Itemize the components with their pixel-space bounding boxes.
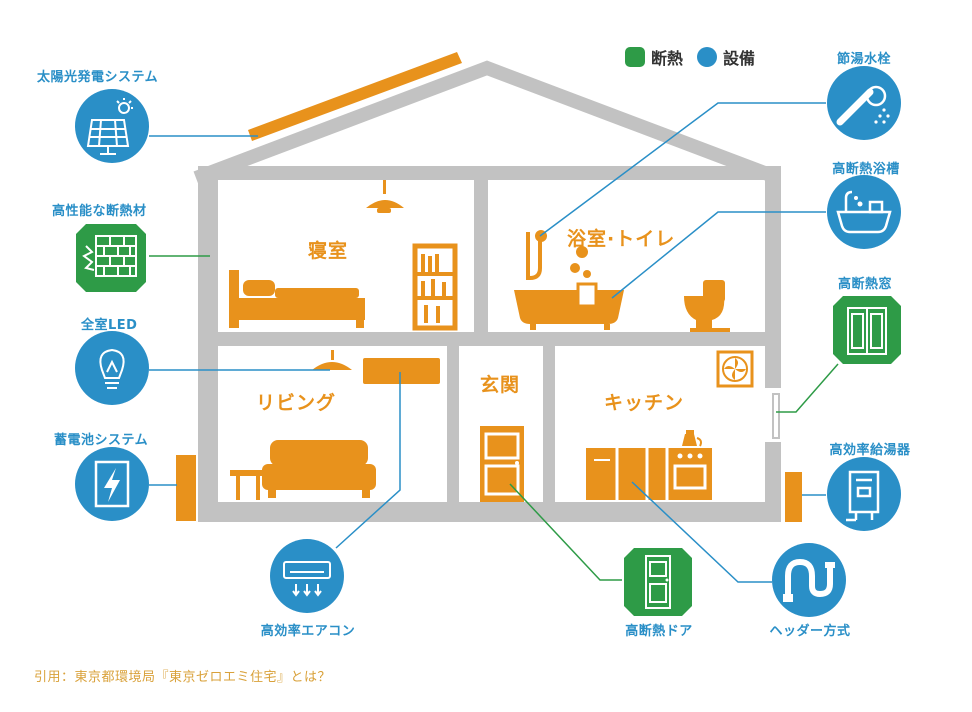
equipment-legend-swatch [697,47,718,67]
bathtub-icon [827,175,901,249]
callout-faucet: 節湯水栓 [836,52,892,67]
shower [526,230,547,280]
line-faucet [539,102,826,237]
ground-floor [198,502,781,522]
water-heater-unit [785,472,802,522]
water-heater-icon [827,457,901,531]
bubble [583,270,591,278]
shower-head-icon [827,66,901,140]
house-structure [193,60,781,522]
callout-insulation-material: 高性能な断熱材 [52,204,147,219]
callout-window: 高断熱窓 [837,277,893,292]
room-label-kitchen: キッチン [604,392,685,414]
sofa [262,440,376,498]
room-label-bath-toilet: 浴室·トイレ [567,228,676,250]
callout-door: 高断熱ドア [625,624,693,639]
callout-led: 全室LED [81,318,138,333]
entrance-door [480,426,524,502]
pipe-icon [772,543,846,617]
callout-bathtub: 高断熱浴槽 [832,162,900,177]
door-icon [624,548,692,616]
callout-aircon: 高効率エアコン [260,624,356,639]
bubble [570,263,580,273]
bubble [576,246,588,258]
living-lamp [312,350,352,370]
callout-solar: 太陽光発電システム [37,70,159,85]
kitchen-counter [586,448,712,500]
room-label-bedroom: 寝室 [308,240,349,262]
air-conditioner-icon [270,539,344,613]
bedroom-lamp [366,180,404,213]
bed [229,270,365,328]
legend: 断熱 設備 [625,45,769,69]
attic-floor [198,166,781,180]
room-label-entrance: 玄関 [480,374,521,396]
bathtub [514,282,624,330]
upper-partition [474,178,488,338]
room-label-living: リビング [256,392,337,414]
insulation-legend-label: 断熱 [651,49,684,68]
solar-panel-roof [248,52,462,141]
callout-water-heater: 高効率給湯器 [829,443,911,458]
window-icon [833,296,901,364]
brick-wall-icon [76,224,146,292]
citation: 引用：東京都環境局『東京ゼロエミ住宅』とは？ [34,670,332,685]
kettle [682,430,702,447]
line-window [776,363,839,413]
window-stub [772,393,780,439]
battery-lightning-icon [75,447,149,521]
kitchen-fan [716,350,754,388]
mid-floor [198,332,781,346]
toilet [684,280,730,332]
equipment-legend-label: 設備 [723,49,756,68]
line-header [631,481,772,583]
lower-partition-left [447,340,459,506]
line-door [509,483,622,581]
light-bulb-icon [75,331,149,405]
callout-battery: 蓄電池システム [54,433,149,448]
bookshelf [412,243,458,331]
solar-panel-icon [75,89,149,163]
battery-unit [176,455,196,521]
right-wall-upper [765,166,781,388]
lower-partition-right [543,340,555,506]
line-aircon [335,372,401,549]
insulation-legend-swatch [625,47,645,67]
callout-header: ヘッダー方式 [769,624,851,639]
air-conditioner [363,358,440,384]
roof [193,60,781,185]
side-table [230,470,266,500]
line-bathtub [611,211,826,299]
